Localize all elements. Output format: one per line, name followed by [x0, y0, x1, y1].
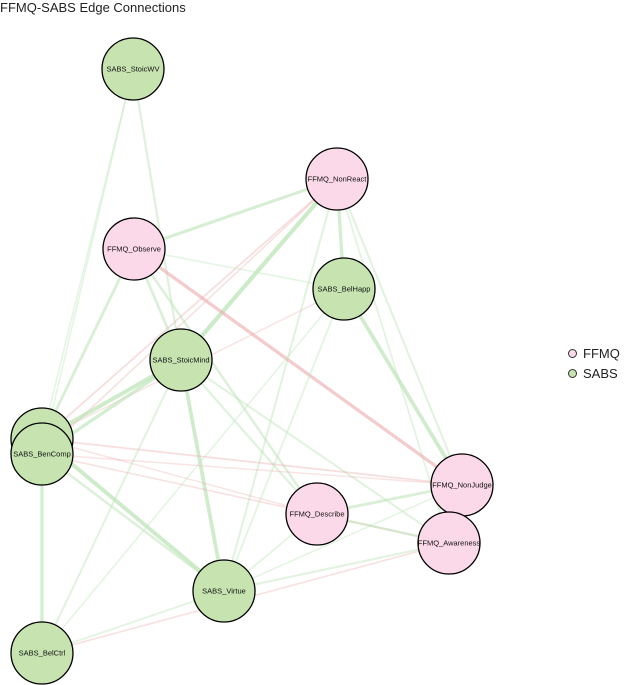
node-label: SABS_BelCtrl — [19, 649, 66, 658]
edge-ffmq-observe-sabs-ethdev — [40, 247, 136, 441]
edge-ffmq-nonreact-ffmq-awareness — [336, 178, 450, 544]
edge-sabs-stoicmind-sabs-belctrl — [40, 358, 183, 655]
edge-ffmq-nonreact-sabs-bencomp — [41, 178, 338, 455]
edge-ffmq-nonjudge-sabs-virtue — [223, 484, 463, 592]
node-label: SABS_StoicMind — [152, 356, 209, 365]
edge-sabs-stoicwv-sabs-stoicmind — [131, 67, 183, 362]
node-ffmq-nonreact[interactable]: FFMQ_NonReact — [305, 147, 369, 211]
edge-sabs-bencomp-ffmq-nonjudge — [41, 453, 463, 486]
node-layer: SABS_StoicWV FFMQ_NonReactFFMQ_ObserveSAB… — [10, 37, 494, 685]
legend-swatch-sabs — [568, 368, 577, 378]
edge-sabs-stoicmind-ffmq-awareness — [179, 358, 451, 545]
node-sabs-virtue[interactable]: SABS_Virtue — [192, 559, 256, 623]
node-circle[interactable] — [10, 621, 74, 685]
diagram-title: FFMQ-SABS Edge Connections — [0, 0, 186, 15]
edge-sabs-stoicwv-sabs-bencomp — [41, 68, 134, 455]
node-sabs-belctrl[interactable]: SABS_BelCtrl — [10, 621, 74, 685]
legend-item-sabs: SABS — [568, 363, 620, 383]
node-ffmq-observe[interactable]: FFMQ_Observe — [102, 217, 166, 281]
legend-item-ffmq: FFMQ — [568, 343, 620, 363]
node-ffmq-describe[interactable]: FFMQ_Describe — [285, 482, 349, 546]
node-label: FFMQ_NonReact — [308, 175, 368, 184]
edge-sabs-bencomp-ffmq-awareness — [41, 453, 450, 544]
node-circle[interactable] — [101, 37, 165, 101]
node-label: SABS_Virtue — [202, 587, 246, 596]
edge-sabs-belhapp-sabs-belctrl — [41, 288, 345, 654]
node-label: FFMQ_Awareness — [418, 539, 481, 548]
edge-ffmq-nonreact-sabs-stoicmind — [178, 176, 340, 363]
node-circle[interactable] — [102, 217, 166, 281]
legend-swatch-ffmq — [568, 348, 577, 358]
node-label: SABS_StoicWV — [107, 65, 160, 74]
node-sabs-bencomp[interactable]: SABS_BenComp — [10, 422, 74, 486]
node-label: FFMQ_Describe — [289, 510, 344, 519]
edge-sabs-stoicwv-sabs-ethdev — [41, 68, 134, 440]
edge-ffmq-nonreact-sabs-virtue — [222, 177, 339, 593]
node-label: SABS_BelHapp — [318, 285, 371, 294]
legend-label-ffmq: FFMQ — [583, 345, 620, 361]
edge-sabs-stoicmind-ffmq-describe — [179, 358, 319, 516]
node-label: SABS_BenComp — [13, 450, 71, 459]
edge-sabs-bencomp-sabs-virtue — [40, 452, 226, 593]
edge-sabs-ethdev-ffmq-describe — [41, 438, 318, 515]
node-ffmq-nonjudge[interactable]: FFMQ_NonJudge — [430, 453, 494, 517]
node-ffmq-awareness[interactable]: FFMQ_Awareness — [417, 511, 481, 575]
node-circle[interactable] — [417, 511, 481, 575]
edge-ffmq-nonreact-sabs-ethdev — [41, 178, 338, 440]
edge-layer — [40, 67, 464, 655]
node-circle[interactable] — [285, 482, 349, 546]
edge-ffmq-observe-sabs-belhapp — [133, 248, 345, 290]
legend-label-sabs: SABS — [583, 365, 618, 381]
node-circle[interactable] — [192, 559, 256, 623]
edge-ffmq-nonreact-ffmq-observe — [132, 177, 339, 251]
edge-ffmq-awareness-sabs-virtue — [222, 541, 451, 593]
node-circle[interactable] — [10, 422, 74, 486]
node-sabs-belhapp[interactable]: SABS_BelHapp — [312, 257, 376, 321]
edge-ffmq-observe-ffmq-nonjudge — [132, 247, 464, 487]
node-label: FFMQ_Observe — [107, 245, 161, 254]
edge-sabs-stoicmind-sabs-virtue — [179, 358, 226, 593]
edge-sabs-virtue-sabs-belctrl — [41, 590, 225, 654]
node-sabs-stoicwv[interactable]: SABS_StoicWV — [101, 37, 165, 101]
edge-sabs-belhapp-ffmq-nonjudge — [342, 287, 464, 487]
edge-ffmq-observe-ffmq-describe — [132, 247, 319, 516]
edge-sabs-ethdev-ffmq-nonjudge — [41, 438, 463, 486]
node-circle[interactable] — [312, 257, 376, 321]
legend: FFMQ SABS — [568, 343, 620, 383]
edge-ffmq-nonreact-ffmq-nonjudge — [335, 177, 464, 487]
edge-sabs-ethdev-sabs-virtue — [40, 437, 226, 593]
node-label: FFMQ_NonJudge — [432, 481, 492, 490]
node-circle[interactable] — [149, 328, 213, 392]
edge-sabs-belhapp-sabs-virtue — [223, 288, 345, 592]
node-sabs-stoicmind[interactable]: SABS_StoicMind — [149, 328, 213, 392]
node-circle[interactable] — [305, 147, 369, 211]
